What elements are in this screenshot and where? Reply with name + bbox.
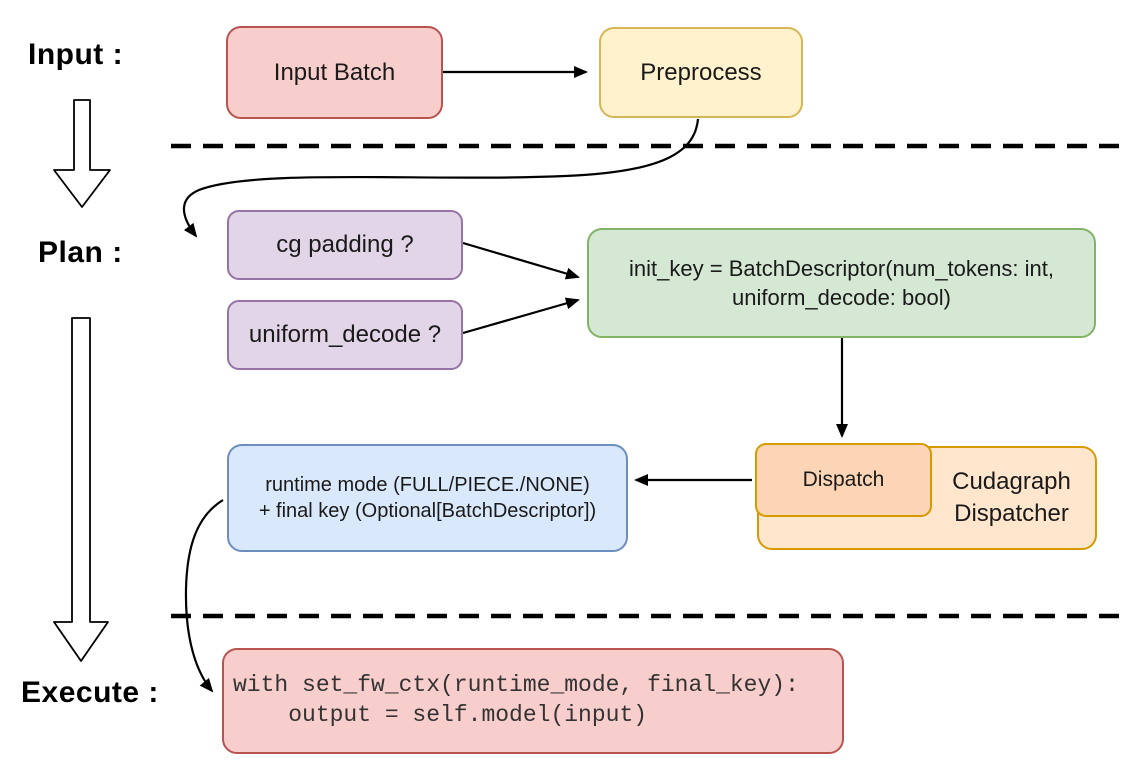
node-runtime-mode: runtime mode (FULL/PIECE./NONE) + final … [227, 444, 628, 552]
node-uniform-decode: uniform_decode ? [227, 300, 463, 370]
node-input-batch: Input Batch [226, 26, 443, 119]
runtime-mode-line1: runtime mode (FULL/PIECE./NONE) [265, 473, 590, 496]
stage-label-execute: Execute : [21, 676, 159, 709]
execute-code-line2: output = self.model(input) [233, 702, 648, 728]
node-cg-padding: cg padding ? [227, 210, 463, 280]
node-preprocess: Preprocess [599, 27, 803, 118]
connector-cgpadding-to-initkey [462, 241, 580, 280]
connector-preprocess-to-cgpadding [182, 118, 700, 238]
preprocess-label: Preprocess [640, 58, 762, 86]
node-init-key: init_key = BatchDescriptor(num_tokens: i… [587, 228, 1096, 338]
dispatch-label: Dispatch [802, 468, 885, 492]
uniform-decode-label: uniform_decode ? [248, 321, 442, 349]
stage-label-input: Input : [28, 38, 124, 71]
stage-label-plan: Plan : [38, 236, 123, 269]
cudagraph-dispatcher-label: Cudagraph Dispatcher [928, 466, 1095, 530]
connector-runtimemode-to-executecode [184, 499, 224, 693]
runtime-mode-line2: + final key (Optional[BatchDescriptor]) [258, 500, 597, 522]
cudagraph-line1: Cudagraph [952, 468, 1071, 496]
plan-stage-down-arrow-icon [53, 317, 109, 662]
cg-padding-label: cg padding ? [276, 231, 414, 259]
execute-code-line1: with set_fw_ctx(runtime_mode, final_key)… [233, 672, 799, 699]
init-key-line2: uniform_decode: bool) [732, 285, 951, 310]
node-dispatch: Dispatch [755, 443, 932, 517]
init-key-line1: init_key = BatchDescriptor(num_tokens: i… [629, 255, 1054, 281]
input-stage-down-arrow-icon [53, 99, 111, 208]
input-batch-label: Input Batch [273, 58, 396, 86]
node-execute-code: with set_fw_ctx(runtime_mode, final_key)… [222, 648, 844, 754]
cudagraph-line2: Dispatcher [954, 500, 1069, 527]
connector-uniformdecode-to-initkey [462, 297, 580, 335]
